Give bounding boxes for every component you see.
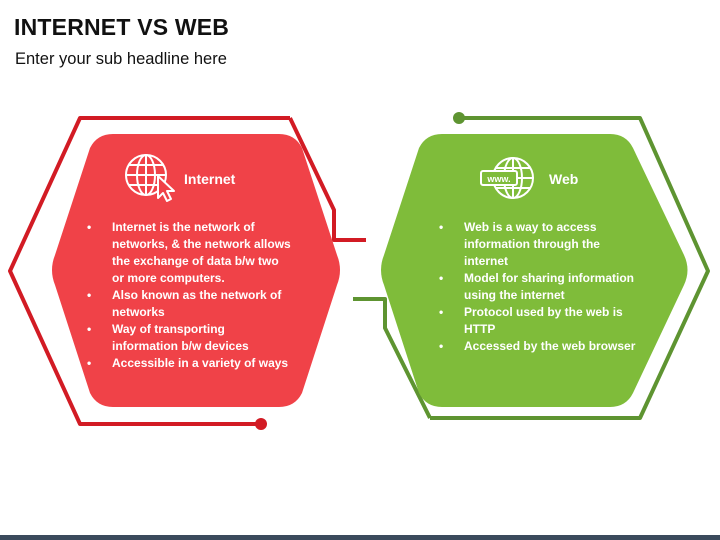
list-item: Internet is the network of networks, & t… <box>87 219 293 287</box>
internet-connector-line <box>288 117 366 242</box>
internet-heading: Internet <box>184 171 236 187</box>
web-bullet-list: Web is a way to access information throu… <box>439 219 639 355</box>
internet-outline <box>8 116 290 426</box>
web-heading: Web <box>549 171 579 187</box>
web-outline <box>430 116 710 420</box>
slide-subtitle: Enter your sub headline here <box>15 50 227 68</box>
web-connector-line <box>353 297 432 419</box>
internet-end-dot <box>255 418 267 430</box>
internet-bullet-list: Internet is the network of networks, & t… <box>87 219 293 372</box>
list-item: Way of transporting information b/w devi… <box>87 321 293 355</box>
list-item: Also known as the network of networks <box>87 287 293 321</box>
globe-www-icon <box>480 157 534 199</box>
footer-bar <box>0 535 720 540</box>
www-icon-text: www. <box>486 174 510 184</box>
list-item: Accessible in a variety of ways <box>87 355 293 372</box>
globe-cursor-icon <box>125 154 175 202</box>
slide-title: INTERNET VS WEB <box>14 14 230 40</box>
web-start-dot <box>453 112 465 124</box>
list-item: Web is a way to access information throu… <box>439 219 639 270</box>
list-item: Accessed by the web browser <box>439 338 639 355</box>
list-item: Model for sharing information using the … <box>439 270 639 304</box>
list-item: Protocol used by the web is HTTP <box>439 304 639 338</box>
